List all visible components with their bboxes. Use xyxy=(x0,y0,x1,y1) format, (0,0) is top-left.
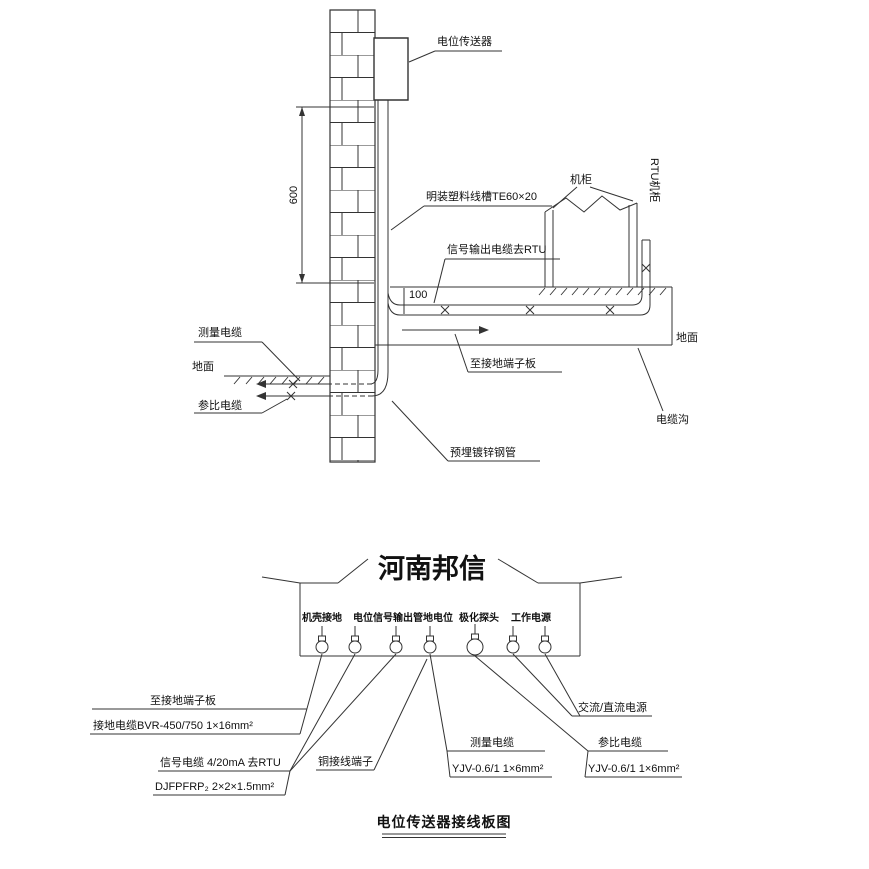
drawing-title-underline xyxy=(382,834,506,838)
embedded-pipe xyxy=(262,370,388,396)
measure-cable-arrow xyxy=(256,380,266,388)
power-annotation xyxy=(513,654,652,716)
to-ground-terminal-leader xyxy=(455,334,562,372)
signal-out-leader xyxy=(434,259,560,303)
cable-trench-leader xyxy=(638,348,663,411)
terminal-label-chassis-ground: 机壳接地 xyxy=(302,611,342,624)
terminal-lug xyxy=(506,626,520,654)
cable-x-marks xyxy=(441,264,650,314)
terminal-label-pipe-potential: 管地电位 xyxy=(413,611,453,624)
ground-left xyxy=(224,376,330,384)
ground-right-label: 地面 xyxy=(676,331,698,344)
signal-out-label: 信号输出电缆去RTU xyxy=(447,242,546,256)
dim-100-label: 100 xyxy=(409,289,427,301)
brand-name: 河南邦信 xyxy=(378,554,486,584)
transmitter-leader xyxy=(409,51,502,62)
terminal-label-working-power: 工作电源 xyxy=(511,611,551,624)
terminal-lugs xyxy=(315,624,552,656)
signal-cable-label: 信号电缆 4/20mA 去RTU xyxy=(160,756,281,769)
soil-hatch-right xyxy=(539,288,666,295)
cable-trench-outline xyxy=(375,287,672,345)
reference-cable-bottom-label: 参比电缆 xyxy=(598,735,642,749)
copper-lug-label: 铜接线端子 xyxy=(318,754,373,768)
cabinet-label: 机柜 xyxy=(570,172,592,186)
dim-600-arrow-top xyxy=(299,107,305,116)
terminal-lug xyxy=(466,624,484,656)
rtu-cabinet-vertical-label: RTU机柜 xyxy=(648,158,662,202)
terminal-panel-outline xyxy=(262,559,622,656)
duct-leader xyxy=(391,206,552,230)
terminal-lug xyxy=(315,626,329,654)
brick-wall xyxy=(330,10,375,462)
drawing-title: 电位传送器接线板图 xyxy=(377,814,512,830)
terminal-lug xyxy=(348,626,362,654)
ground-annotation xyxy=(90,654,322,734)
copper-lug-annotation xyxy=(316,659,427,770)
transmitter-label: 电位传送器 xyxy=(437,34,492,48)
measure-cable-bottom-label: 测量电缆 xyxy=(470,736,514,749)
embedded-pipe-label: 预埋镀锌钢管 xyxy=(450,445,516,459)
left-cable-x-marks xyxy=(287,380,297,400)
reference-cable-spec-label: YJV-0.6/1 1×6mm² xyxy=(588,763,680,775)
trench-cable-run xyxy=(388,240,650,315)
ac-dc-power-label: 交流/直流电源 xyxy=(578,700,647,714)
dimension-600 xyxy=(296,107,374,283)
terminal-lug xyxy=(538,626,552,654)
terminal-label-polarization-probe: 极化探头 xyxy=(459,611,499,624)
reference-cable-label: 参比电缆 xyxy=(198,398,242,412)
transmitter-box xyxy=(374,38,408,100)
ground-conductor-arrow xyxy=(479,326,489,334)
ground-left-label: 地面 xyxy=(192,360,214,373)
measure-cable-leader xyxy=(194,342,300,381)
measure-annotation xyxy=(430,654,552,777)
surface-duct xyxy=(378,100,388,372)
signal-annotation xyxy=(153,654,396,795)
terminal-lug xyxy=(389,626,403,654)
rtu-cabinet xyxy=(545,196,637,287)
ground-cable-label: 接地电缆BVR-450/750 1×16mm² xyxy=(93,719,253,732)
reference-cable-leader xyxy=(194,399,287,413)
terminal-lug xyxy=(423,626,437,654)
dimension-100: 100 xyxy=(404,288,427,314)
embedded-pipe-leader xyxy=(392,401,540,461)
ground-terminal-label: 至接地端子板 xyxy=(150,693,216,707)
cable-trench-label: 电缆沟 xyxy=(656,413,689,426)
terminal-label-signal-output: 电位信号输出 xyxy=(353,611,413,624)
cabinet-leaders xyxy=(553,187,633,208)
terminal-labels: 机壳接地 电位信号输出 管地电位 极化探头 工作电源 xyxy=(302,611,551,624)
dim-600-label: 600 xyxy=(288,186,300,204)
to-ground-terminal-label: 至接地端子板 xyxy=(470,356,536,370)
duct-label: 明装塑料线槽TE60×20 xyxy=(426,189,537,203)
measure-cable-label: 测量电缆 xyxy=(198,326,242,339)
reference-annotation xyxy=(475,656,682,777)
signal-cable-spec-label: DJFPFRP₂ 2×2×1.5mm² xyxy=(155,781,275,793)
measure-cable-spec-label: YJV-0.6/1 1×6mm² xyxy=(452,763,544,775)
dim-600-arrow-bottom xyxy=(299,274,305,283)
reference-cable-arrow xyxy=(256,392,266,400)
